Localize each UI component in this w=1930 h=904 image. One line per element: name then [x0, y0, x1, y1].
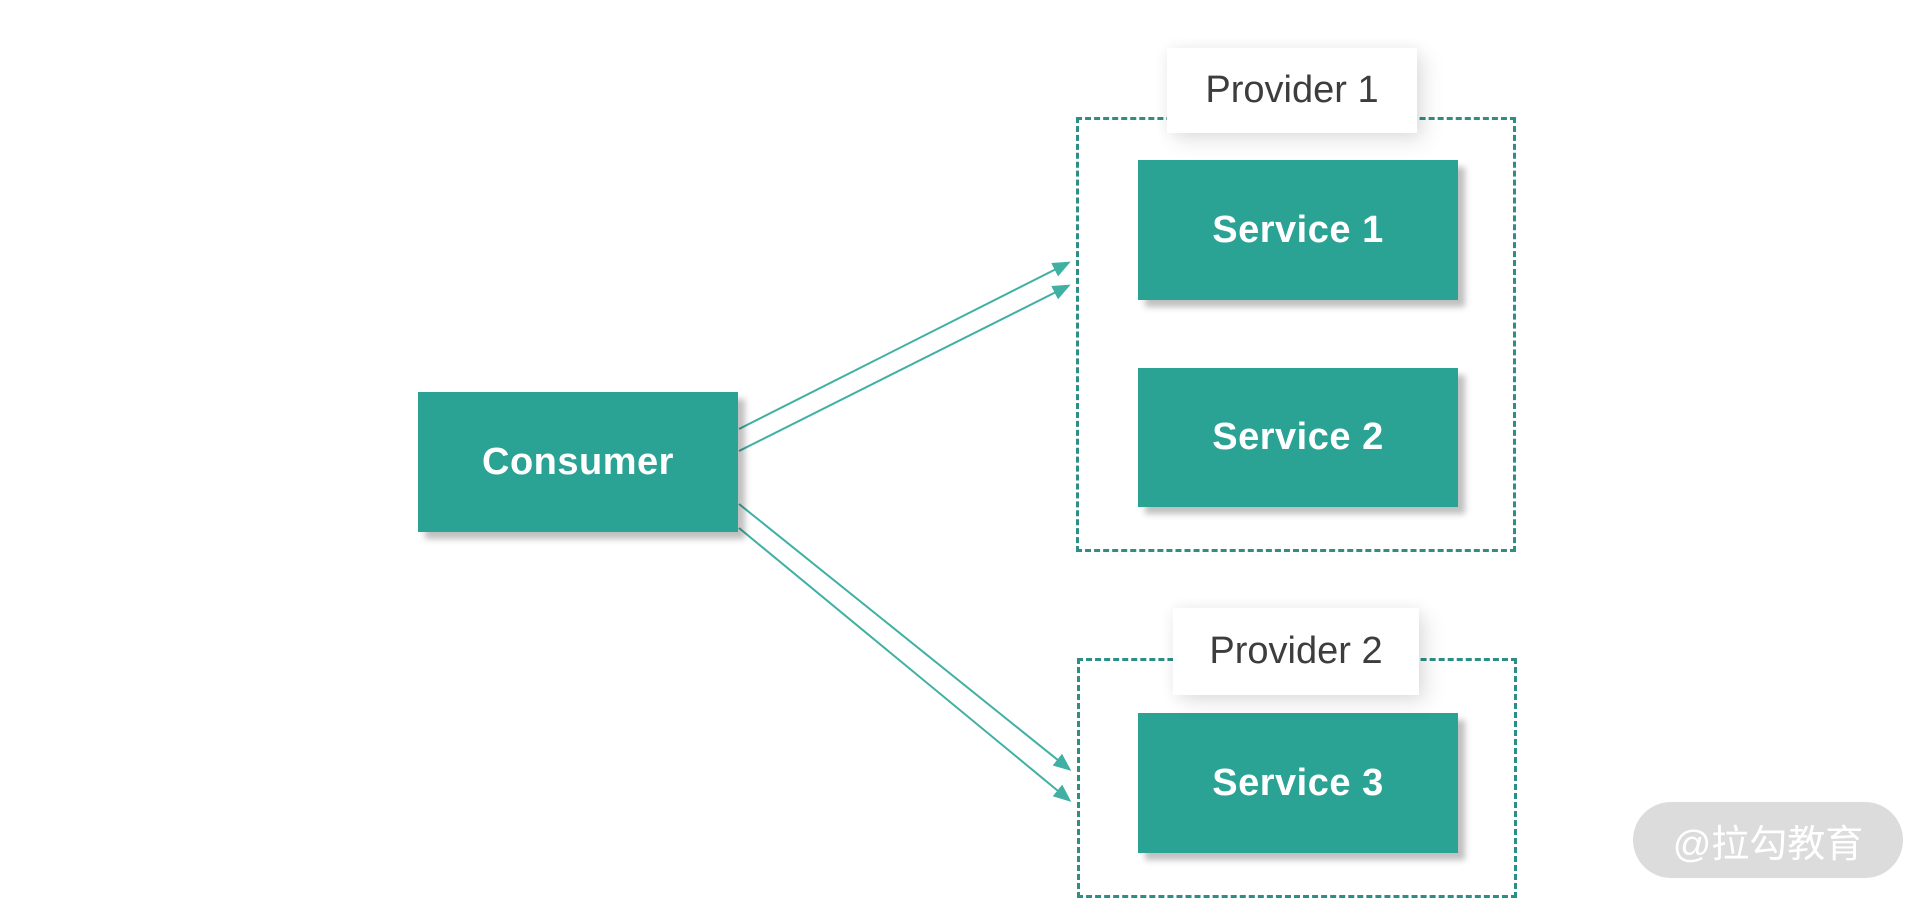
service1-node: Service 1 — [1138, 160, 1458, 300]
watermark-label: @拉勾教育 — [1672, 823, 1864, 866]
service3-label: Service 3 — [1212, 761, 1384, 804]
arrow-consumer-to-provider2-a — [738, 503, 1072, 771]
arrow-consumer-to-provider1-b — [738, 284, 1071, 452]
provider1-label: Provider 1 — [1205, 69, 1379, 111]
service2-label: Service 2 — [1212, 416, 1384, 458]
provider2-label: Provider 2 — [1209, 630, 1383, 672]
consumer-node: Consumer — [418, 392, 738, 532]
watermark-badge: @拉勾教育 — [1633, 802, 1903, 878]
arrow-consumer-to-provider1-a — [738, 261, 1071, 430]
provider2-label-box: Provider 2 — [1173, 608, 1419, 695]
service1-label: Service 1 — [1212, 208, 1384, 251]
service3-node: Service 3 — [1138, 713, 1458, 853]
provider1-label-box: Provider 1 — [1167, 48, 1417, 133]
arrow-consumer-to-provider2-b — [738, 527, 1072, 802]
service2-node: Service 2 — [1138, 368, 1458, 507]
consumer-label: Consumer — [482, 440, 674, 483]
